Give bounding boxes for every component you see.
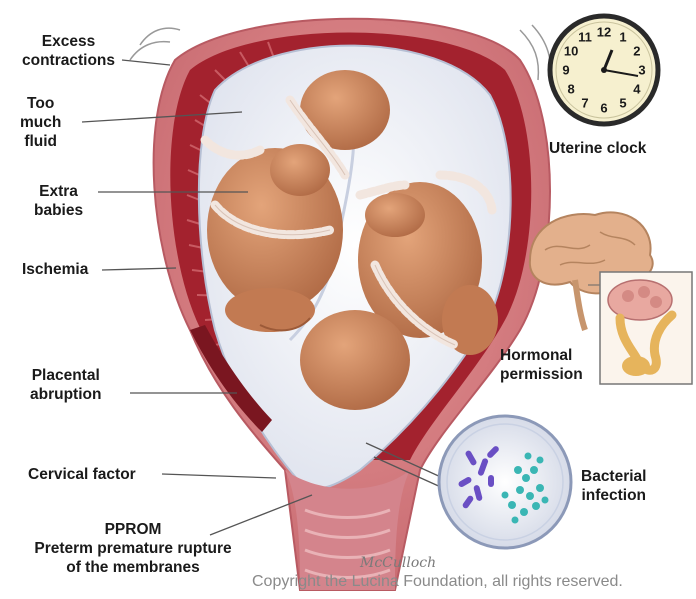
label-text: Hormonal permission xyxy=(500,347,583,383)
label-pprom: PPROM Preterm premature rupture of the m… xyxy=(8,520,258,577)
label-ischemia: Ischemia xyxy=(22,260,88,279)
clock-number: 10 xyxy=(564,44,578,59)
clock-number: 11 xyxy=(578,30,592,45)
label-cervical-factor: Cervical factor xyxy=(28,465,136,484)
label-text: Bacterial infection xyxy=(581,468,646,504)
label-placental-abruption: Placental abruption xyxy=(30,366,101,404)
label-extra-babies: Extra babies xyxy=(34,182,83,220)
clock-number: 12 xyxy=(597,25,611,40)
label-text: Excess contractions xyxy=(22,33,115,69)
pprom-description: Preterm premature rupture of the membran… xyxy=(8,539,258,577)
bacteria-petri-dish xyxy=(439,416,571,548)
label-text: Too much fluid xyxy=(20,95,61,150)
clock-number: 7 xyxy=(581,95,588,110)
clock-number: 4 xyxy=(633,82,641,97)
label-bacterial-infection: Bacterial infection xyxy=(581,467,646,505)
artist-signature: McCulloch xyxy=(359,555,436,571)
label-hormonal-permission: Hormonal permission xyxy=(500,346,583,384)
label-too-much-fluid: Too much fluid xyxy=(20,94,61,151)
label-text: Placental abruption xyxy=(30,367,101,403)
pprom-title: PPROM xyxy=(8,520,258,539)
label-excess-contractions: Excess contractions xyxy=(22,32,115,70)
clock-number: 5 xyxy=(619,95,626,110)
clock-number: 9 xyxy=(562,63,569,78)
clock-number: 8 xyxy=(567,82,574,97)
label-text: Extra babies xyxy=(34,183,83,219)
copyright-notice: Copyright the Lucina Foundation, all rig… xyxy=(252,573,623,591)
clock-number: 3 xyxy=(638,63,645,78)
label-uterine-clock: Uterine clock xyxy=(549,139,646,158)
clock-number: 6 xyxy=(600,101,607,116)
clock-number: 2 xyxy=(633,44,640,59)
clock-number: 1 xyxy=(619,30,626,45)
